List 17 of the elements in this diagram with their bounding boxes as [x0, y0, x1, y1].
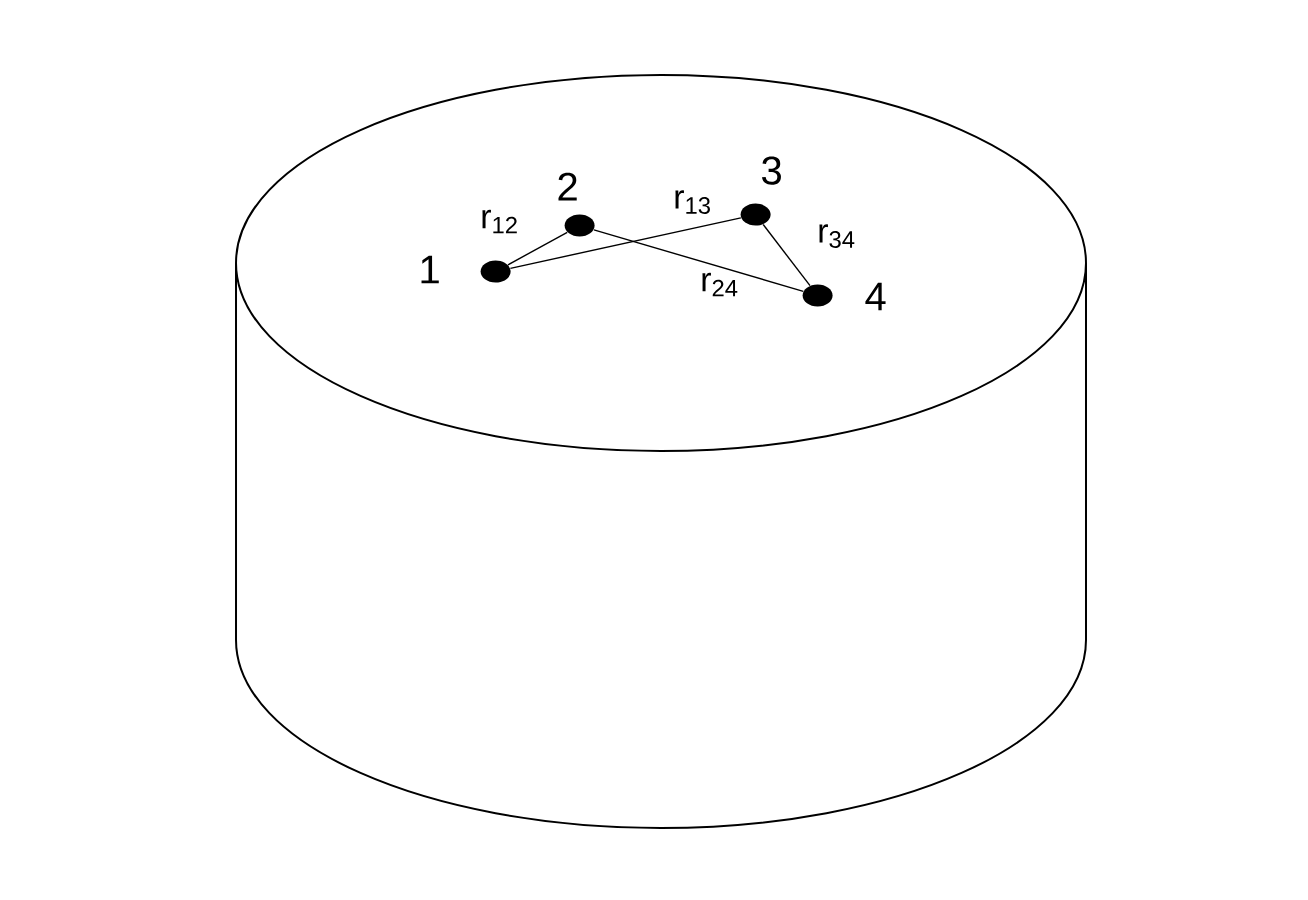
- point-dot: [802, 284, 833, 307]
- edge-label: r$_{13}$: [675, 190, 710, 214]
- point-number: 1: [421, 255, 439, 284]
- cylinder: [235, 74, 1087, 829]
- edge-label: r$_{34}$: [819, 224, 855, 248]
- point-number: 4: [865, 282, 886, 311]
- line: [593, 229, 804, 293]
- edge-label: r$_{24}$: [702, 272, 738, 297]
- point-dot: [740, 203, 771, 226]
- point-dot: [564, 214, 595, 237]
- point-dot: [480, 260, 511, 283]
- line: [762, 223, 811, 287]
- line: [507, 231, 568, 266]
- edge-label: r$_{12}$: [482, 209, 517, 234]
- point-number: 3: [762, 156, 781, 185]
- point-number: 2: [558, 172, 577, 201]
- line: [509, 217, 742, 270]
